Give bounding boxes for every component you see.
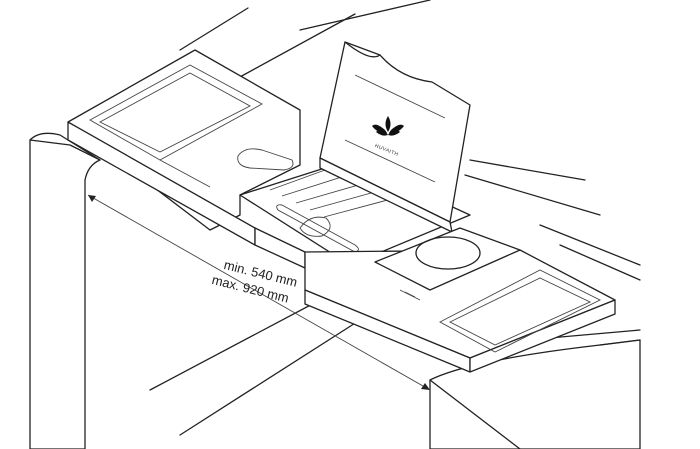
background-lines — [149, 0, 641, 436]
lotus-flower-icon — [372, 116, 404, 136]
dimension-line — [87, 194, 431, 391]
book-stand — [319, 41, 471, 233]
caddy-right-section — [304, 227, 616, 373]
left-tub-wall — [29, 132, 101, 449]
extending-rails — [239, 149, 471, 269]
caddy-left-section — [67, 49, 301, 246]
